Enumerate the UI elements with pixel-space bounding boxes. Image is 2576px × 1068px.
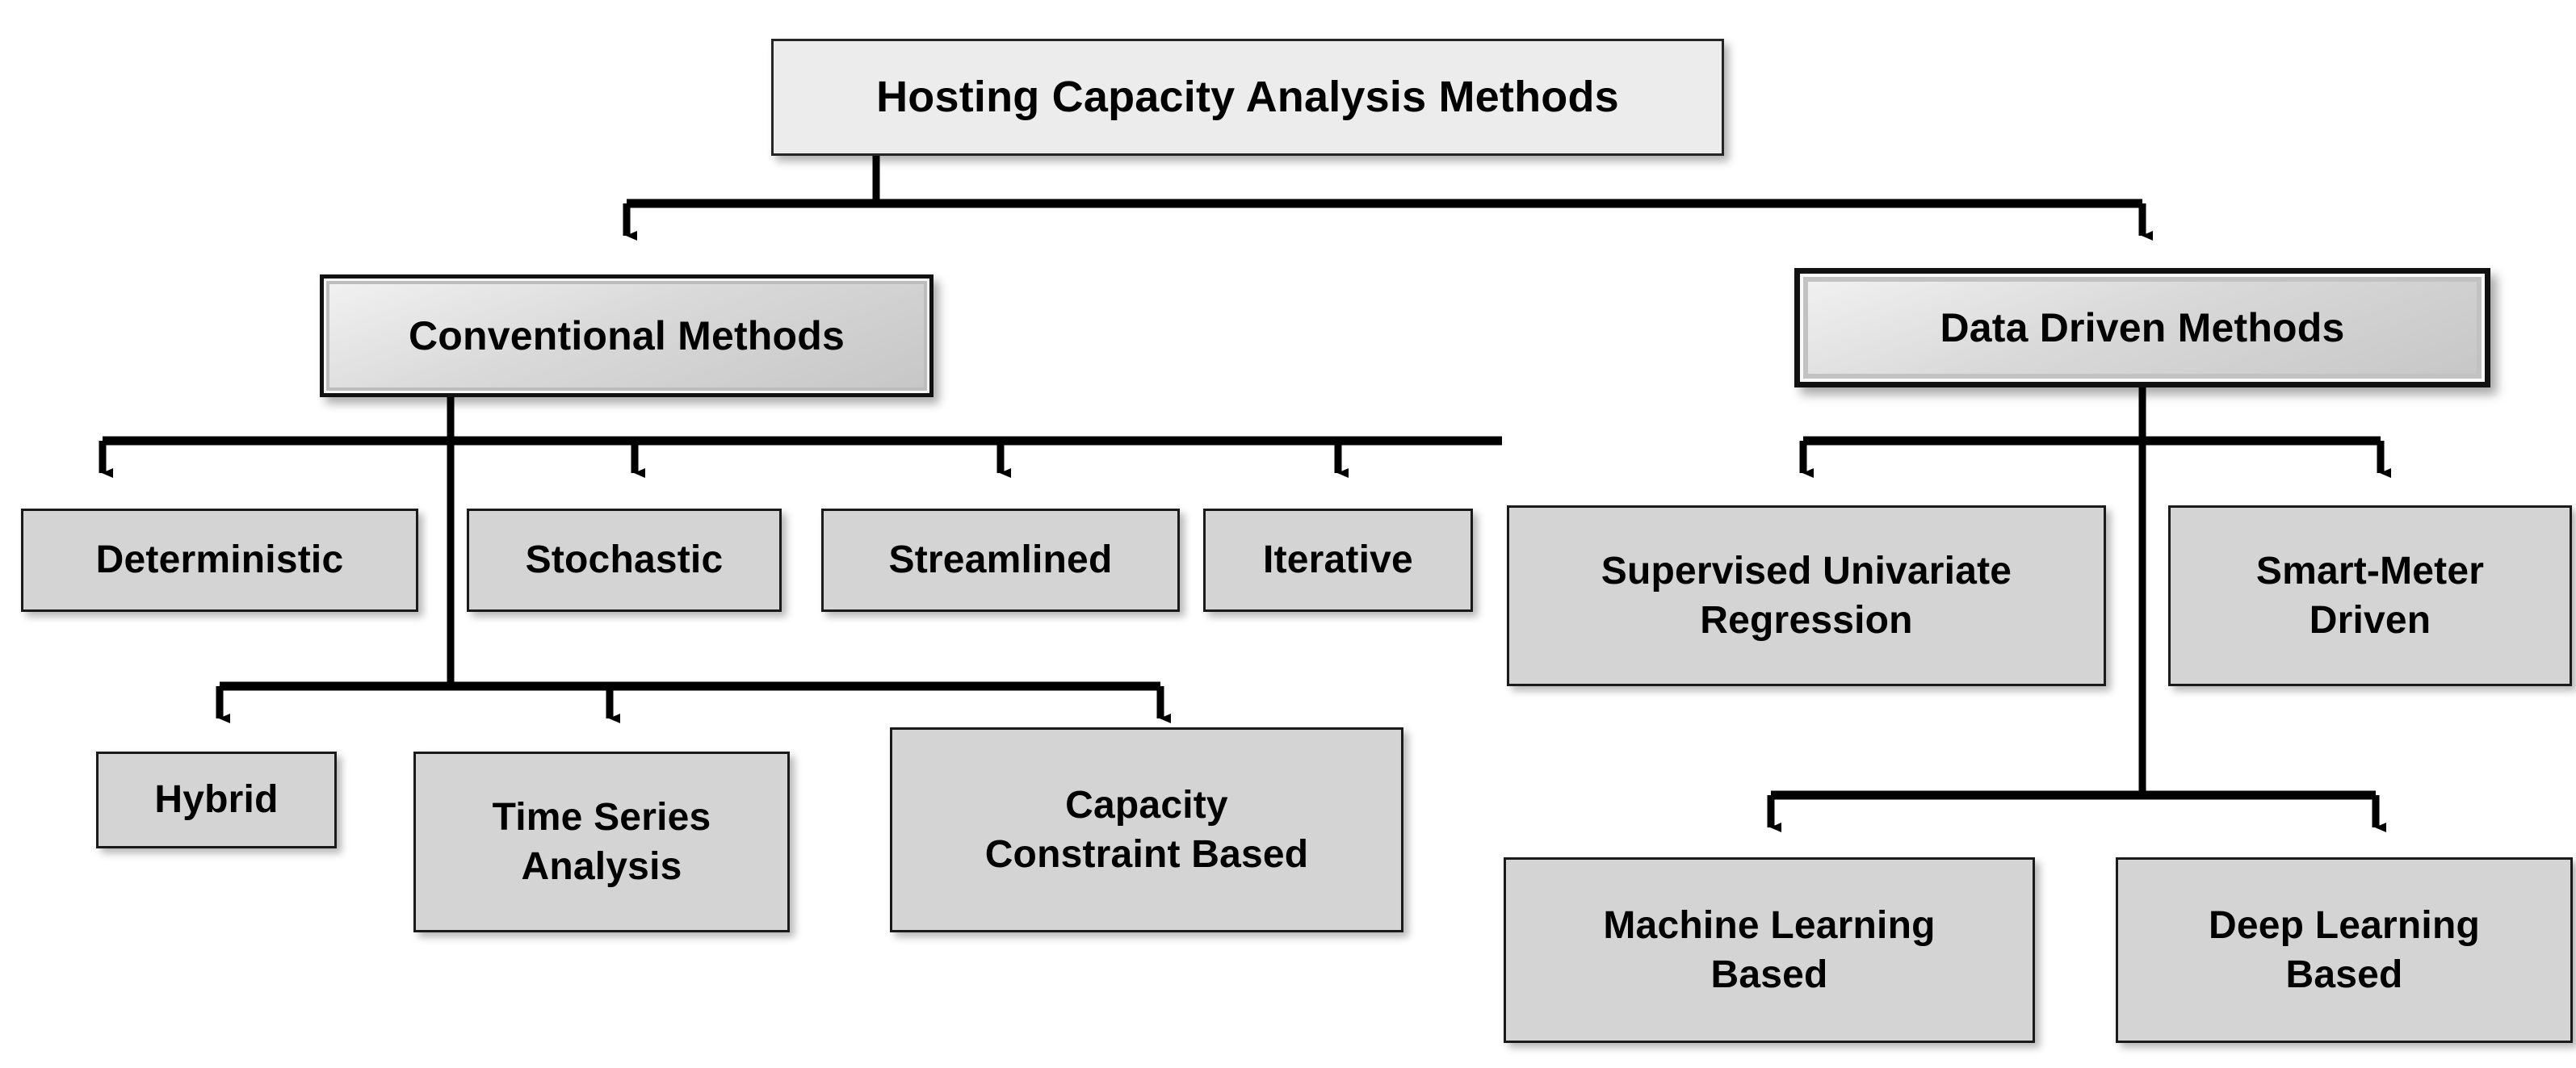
node-stochastic-label: Stochastic [525, 538, 724, 582]
node-deterministic-label: Deterministic [95, 538, 344, 582]
node-supervised-univariate-regression-label: Supervised Univariate Regression [1601, 549, 2012, 642]
node-machine-learning-based[interactable]: Machine Learning Based [1504, 857, 2035, 1043]
node-capacity-constraint-based-label: Capacity Constraint Based [984, 783, 1309, 876]
node-data-driven-methods-label: Data Driven Methods [1940, 305, 2345, 350]
node-supervised-univariate-regression[interactable]: Supervised Univariate Regression [1507, 505, 2106, 686]
node-streamlined[interactable]: Streamlined [821, 509, 1180, 612]
node-smart-meter-driven-label: Smart-Meter Driven [2255, 549, 2485, 642]
node-deterministic[interactable]: Deterministic [21, 509, 418, 612]
node-deep-learning-based-label: Deep Learning Based [2209, 903, 2480, 996]
node-capacity-constraint-based[interactable]: Capacity Constraint Based [890, 727, 1403, 932]
node-hybrid[interactable]: Hybrid [96, 752, 337, 848]
node-conventional-methods-label: Conventional Methods [408, 313, 845, 358]
node-stochastic[interactable]: Stochastic [467, 509, 782, 612]
node-conventional-methods[interactable]: Conventional Methods [320, 274, 933, 397]
node-root-label: Hosting Capacity Analysis Methods [876, 72, 1619, 121]
node-hybrid-label: Hybrid [154, 778, 279, 822]
node-root[interactable]: Hosting Capacity Analysis Methods [771, 39, 1724, 156]
node-iterative-label: Iterative [1263, 538, 1413, 582]
node-data-driven-methods[interactable]: Data Driven Methods [1794, 268, 2490, 387]
node-deep-learning-based[interactable]: Deep Learning Based [2116, 857, 2573, 1043]
node-time-series-analysis[interactable]: Time Series Analysis [413, 752, 790, 932]
node-iterative[interactable]: Iterative [1203, 509, 1473, 612]
node-time-series-analysis-label: Time Series Analysis [492, 795, 711, 888]
node-streamlined-label: Streamlined [888, 538, 1113, 582]
node-smart-meter-driven[interactable]: Smart-Meter Driven [2168, 505, 2572, 686]
node-machine-learning-based-label: Machine Learning Based [1603, 903, 1936, 996]
